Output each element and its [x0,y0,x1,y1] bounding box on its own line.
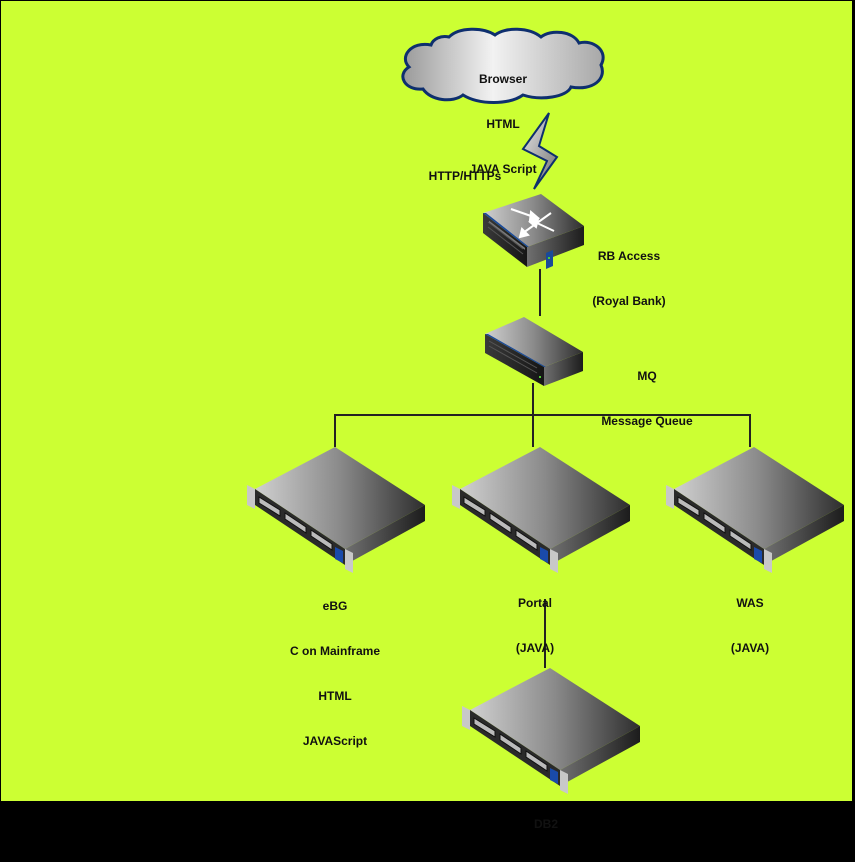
protocol-label-text: HTTP/HTTPs [428,169,502,183]
rb-access-label: RB Access (Royal Bank) [579,219,679,339]
browser-cloud-icon [401,27,605,104]
rb-access-label-line-2: (Royal Bank) [592,294,666,308]
ebg-label-line-3: HTML [318,689,352,703]
diagram-svg [247,27,845,795]
ebg-label-line-4: JAVAScript [302,734,368,748]
rack-server-icon-db2 [461,667,641,795]
connectors [334,269,751,668]
switch-icon [485,317,583,386]
db2-label: DB2 [506,787,586,862]
ebg-label-line-1: eBG [322,599,348,613]
rack-server-icon-portal [451,446,631,574]
browser-label-line-2: HTML [486,117,520,131]
rack-server-icon [247,447,425,573]
portal-label-line-2: (JAVA) [515,641,555,655]
was-label-line-1: WAS [736,596,764,610]
browser-label-line-3: JAVA Script [469,162,537,176]
lightning-bolt-icon [521,112,559,190]
protocol-label: HTTP/HTTPs [415,139,515,214]
rb-access-label-line-1: RB Access [597,249,661,263]
browser-label: Browser HTML JAVA Script [453,42,553,207]
diagram-canvas: Browser HTML JAVA Script HTTP/HTTPs RB A… [0,0,853,831]
mq-label: MQ Message Queue [587,339,707,459]
edge-bus [334,414,751,447]
rack-server-icon-was [665,446,845,574]
mq-label-line-1: MQ [637,369,657,383]
was-label: WAS (JAVA) [710,566,790,686]
db2-label-line-1: DB2 [533,817,558,831]
was-label-line-2: (JAVA) [730,641,770,655]
ebg-label-line-2: C on Mainframe [289,644,380,658]
mq-label-line-2: Message Queue [601,414,693,428]
portal-label: Portal (JAVA) [495,566,575,686]
router-switch-icon [483,194,584,269]
portal-label-line-1: Portal [517,596,552,610]
ebg-label: eBG C on Mainframe HTML JAVAScript [275,569,395,779]
browser-label-line-1: Browser [478,72,528,86]
